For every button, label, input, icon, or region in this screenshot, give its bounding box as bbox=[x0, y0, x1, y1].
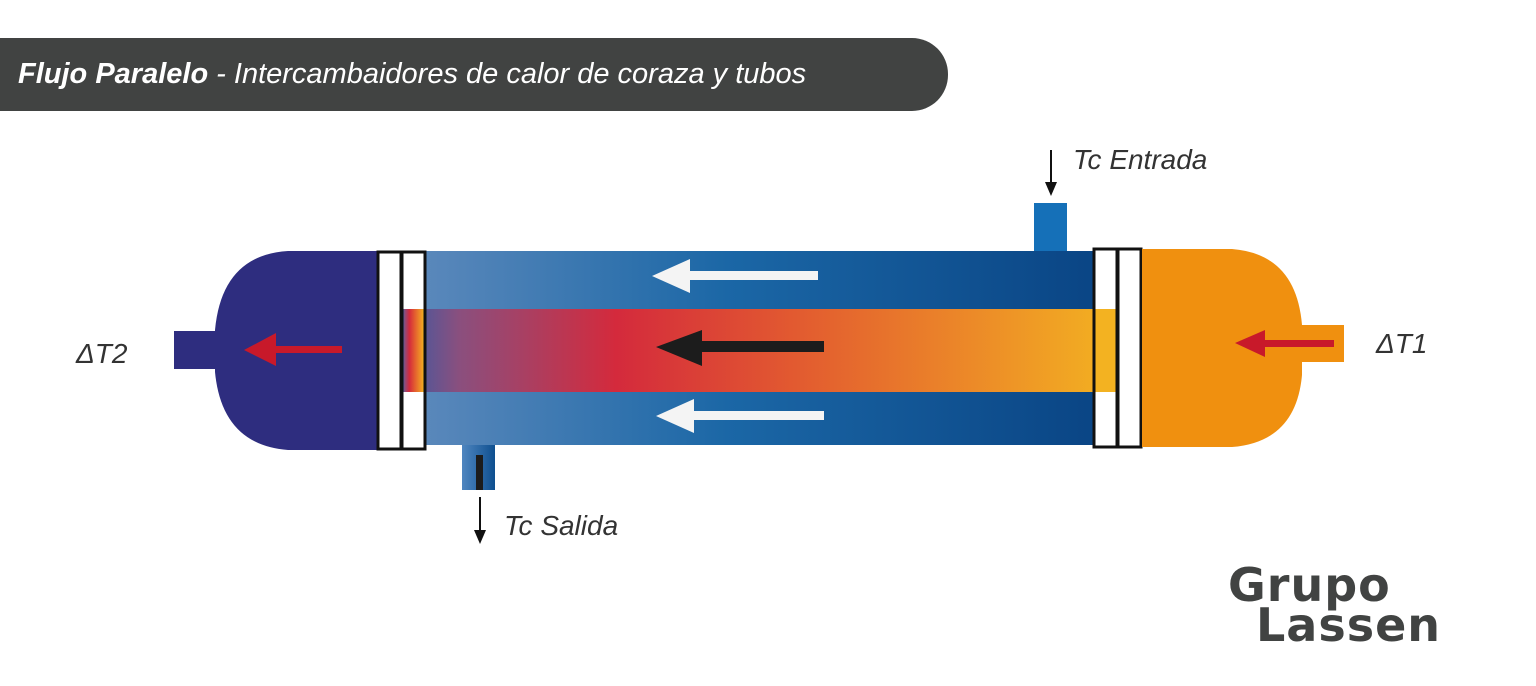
title-subtitle: - Intercambaidores de calor de coraza y … bbox=[216, 58, 807, 90]
left-tube-sheet bbox=[376, 250, 427, 451]
inlet-arrow-icon bbox=[1235, 330, 1334, 357]
grupo-lassen-logo: Grupo Lassen bbox=[1228, 562, 1441, 648]
label-tc-entrada: Tc Entrada bbox=[1073, 144, 1208, 175]
label-delta-t2: ΔT2 bbox=[76, 338, 128, 369]
shell-flow-arrow-bottom-icon bbox=[656, 399, 824, 433]
right-tube-sheet bbox=[1092, 247, 1143, 449]
label-tc-salida: Tc Salida bbox=[504, 510, 619, 541]
right-head bbox=[1142, 249, 1344, 447]
label-delta-t1: ΔT1 bbox=[1376, 328, 1428, 359]
title-banner: Flujo Paralelo - Intercambaidores de cal… bbox=[0, 38, 948, 111]
left-head bbox=[174, 251, 378, 450]
logo-line1: Grupo bbox=[1228, 558, 1391, 612]
outlet-arrow-icon bbox=[244, 333, 342, 366]
down-arrow-icon bbox=[474, 497, 486, 544]
shell-flow-arrow-top-icon bbox=[652, 259, 818, 293]
title-bold: Flujo Paralelo bbox=[18, 58, 209, 90]
tube-flow-arrow-icon bbox=[656, 330, 824, 366]
shell-inlet-nozzle bbox=[1034, 203, 1067, 251]
down-arrow-icon bbox=[1045, 150, 1057, 196]
logo-line2: Lassen bbox=[1256, 598, 1442, 652]
